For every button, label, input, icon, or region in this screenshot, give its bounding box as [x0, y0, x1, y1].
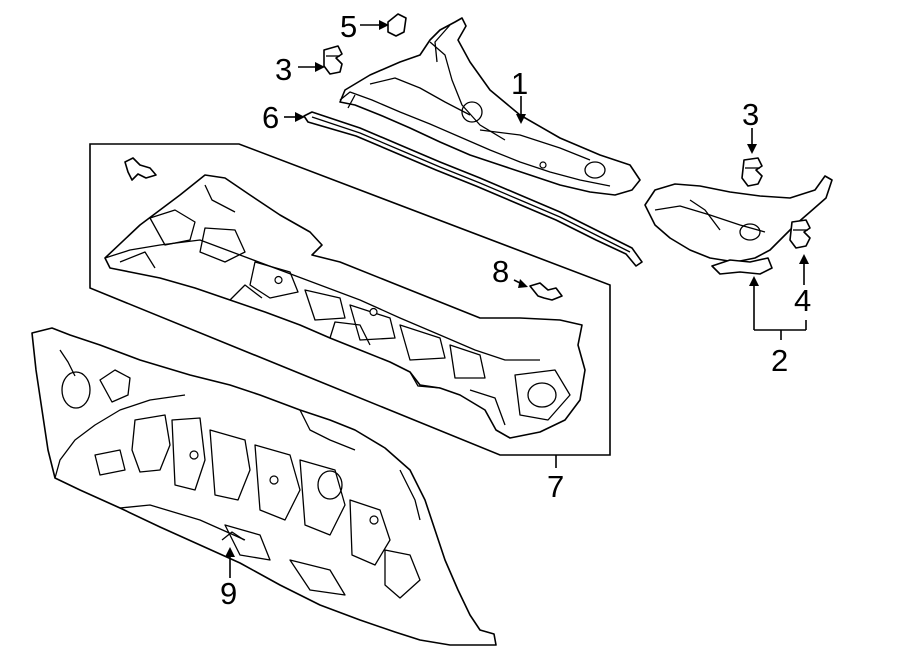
callout-labels: 1 2 3 3 4 5 6 7 8 9	[220, 9, 811, 611]
callout-6: 6	[262, 100, 279, 135]
part-7-box	[89, 143, 611, 456]
callout-1: 1	[511, 66, 528, 101]
dash-panel	[31, 327, 497, 646]
cowl-extension	[644, 175, 833, 275]
callout-5: 5	[340, 9, 357, 44]
clip-part-4	[789, 219, 811, 249]
cowl-panel	[104, 157, 586, 439]
callout-2: 2	[771, 343, 788, 378]
weatherstrip-seal	[303, 111, 643, 267]
cap-part-5	[387, 13, 407, 37]
leader-lines	[225, 20, 809, 578]
clip-part-3-right	[741, 157, 763, 187]
callout-8: 8	[492, 254, 509, 289]
callout-4: 4	[794, 283, 811, 318]
callout-3-left: 3	[275, 52, 292, 87]
callout-9: 9	[220, 576, 237, 611]
clip-part-8	[529, 282, 563, 301]
clip-part-3-left	[323, 45, 343, 75]
callout-7: 7	[547, 469, 564, 504]
callout-3-right: 3	[742, 97, 759, 132]
cowl-top	[339, 17, 641, 196]
